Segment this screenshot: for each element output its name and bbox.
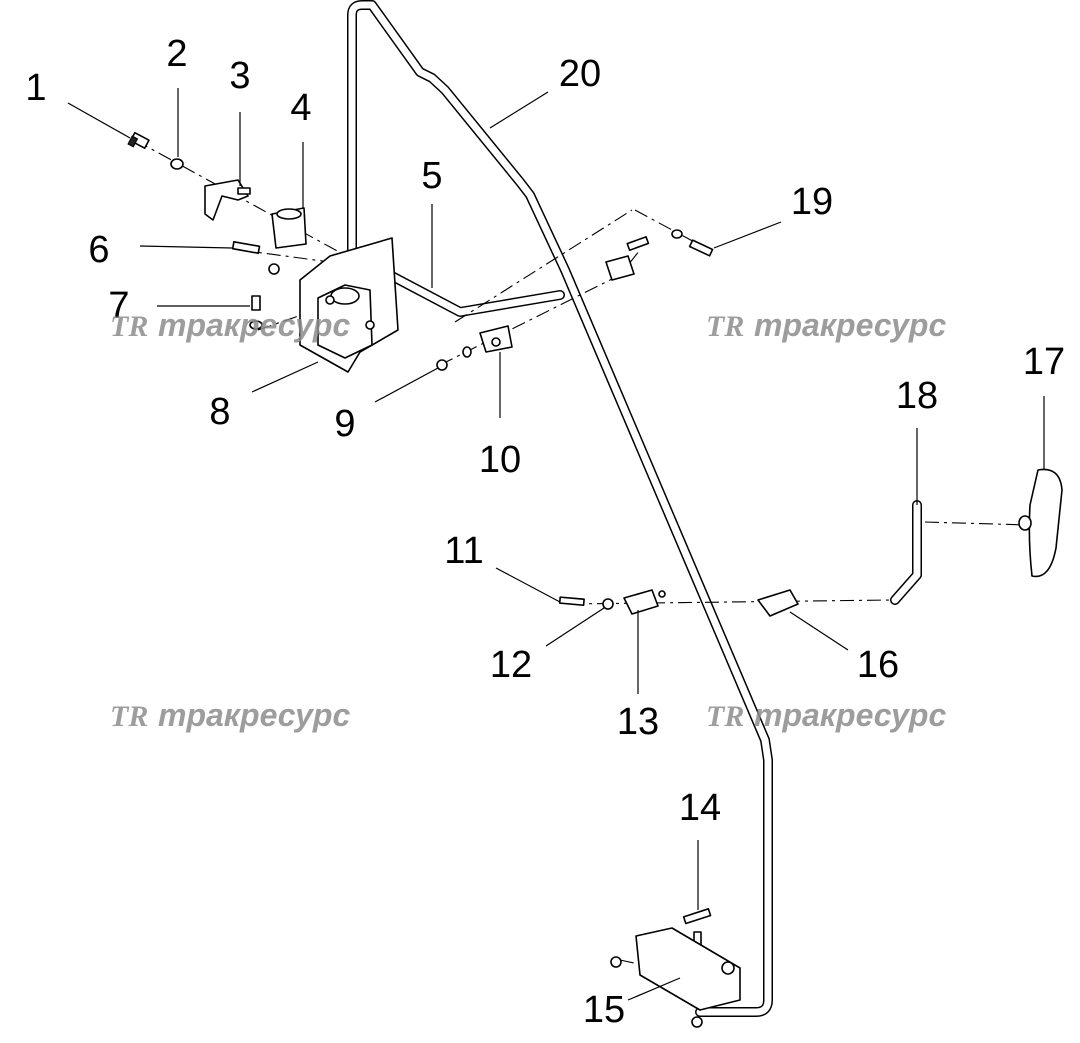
part-2-washer	[170, 158, 184, 170]
callout-11: 11	[444, 530, 483, 572]
part-3-clamp	[204, 179, 251, 221]
watermark-text: тракресурс	[754, 307, 946, 343]
callout-2: 2	[166, 33, 187, 75]
part-16-clamp	[757, 589, 799, 617]
watermark-logo: TR	[706, 310, 744, 343]
callout-13: 13	[617, 701, 659, 743]
part-1-bolt	[127, 131, 150, 149]
callout-10: 10	[479, 439, 521, 481]
part-9-nut	[436, 346, 472, 371]
part-4-bushing	[271, 207, 307, 249]
watermark-text: тракресурс	[158, 307, 350, 343]
watermark-logo: TR	[706, 700, 744, 733]
callout-16: 16	[857, 644, 899, 686]
callout-4: 4	[290, 87, 311, 129]
part-11-bolt	[558, 596, 585, 607]
watermark-text: тракресурс	[158, 697, 350, 733]
callout-8: 8	[209, 391, 230, 433]
callout-20: 20	[559, 53, 601, 95]
leader-lines	[67, 88, 1045, 1001]
callout-labels: 1 2 3 4 5 6 7 8 9 10 11 12 13 14 15 16 1…	[25, 33, 1065, 1031]
part-18-mirror-arm	[890, 500, 922, 605]
callout-18: 18	[896, 375, 938, 417]
part-7-bolt	[249, 295, 263, 330]
part-6-bolt	[231, 241, 280, 275]
part-8-bracket	[299, 237, 399, 373]
callout-1: 1	[25, 67, 46, 109]
callout-7: 7	[108, 285, 129, 327]
callout-12: 12	[490, 644, 532, 686]
watermark-bottom-left: TR тракресурс	[110, 697, 350, 733]
watermark-bottom-right: TR тракресурс	[706, 697, 946, 733]
callout-19: 19	[791, 181, 833, 223]
watermark-top-right: TR тракресурс	[706, 307, 946, 343]
part-17-mirror	[1018, 468, 1063, 578]
callout-5: 5	[421, 155, 442, 197]
part-12-washer	[602, 598, 614, 610]
callout-9: 9	[334, 403, 355, 445]
watermark-logo: TR	[110, 700, 148, 733]
callout-14: 14	[679, 787, 721, 829]
watermark-logo: TR	[110, 310, 148, 343]
callout-17: 17	[1023, 341, 1065, 383]
watermark-text: тракресурс	[754, 697, 946, 733]
callout-6: 6	[88, 229, 109, 271]
callout-3: 3	[229, 55, 250, 97]
part-10-clamp	[479, 325, 513, 353]
part-19-bolt	[605, 229, 714, 281]
callout-15: 15	[583, 989, 625, 1031]
part-13-clamp	[623, 589, 666, 615]
assembly-axis-lines	[134, 139, 1029, 976]
mirror-bar-tube	[347, 0, 773, 1017]
part-15-bracket	[610, 927, 741, 1028]
watermark-top-left: TR тракресурс	[110, 307, 350, 343]
